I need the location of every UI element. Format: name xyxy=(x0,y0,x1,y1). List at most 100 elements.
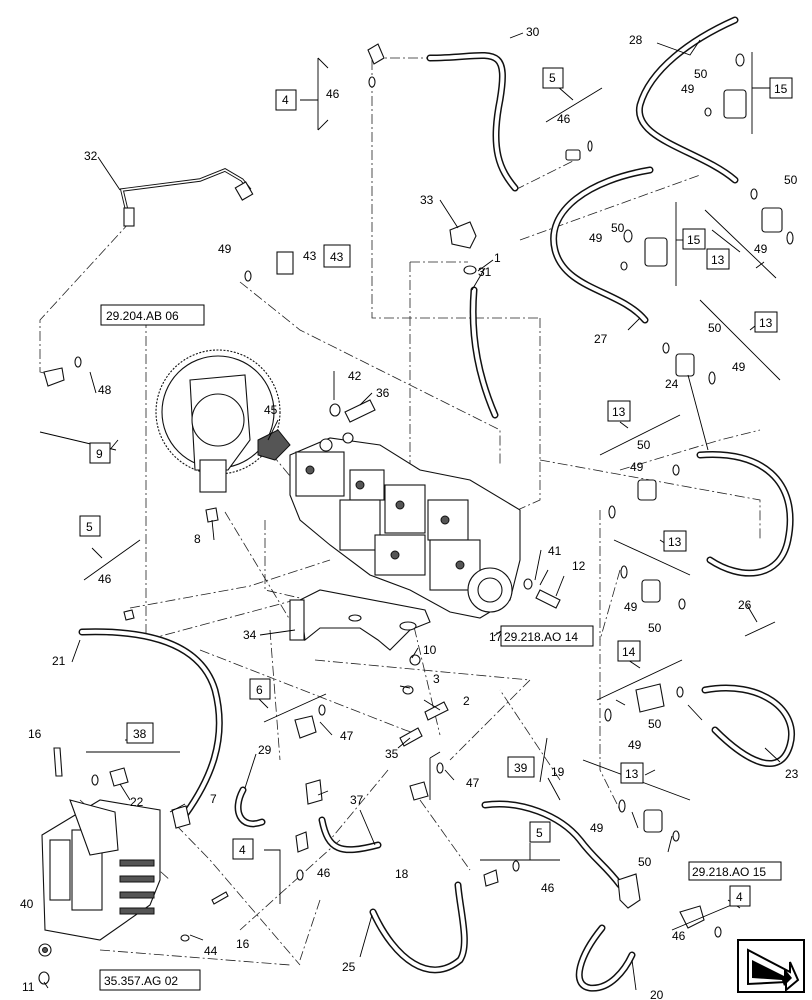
callout-49i: 49 xyxy=(590,821,604,835)
boxed-callout-labels: 4 5 15 15 13 13 13 13 14 13 43 9 5 6 38 … xyxy=(86,71,788,904)
callout-46b: 46 xyxy=(557,112,571,126)
callout-19: 19 xyxy=(551,765,565,779)
callout-49f: 49 xyxy=(630,460,644,474)
box-4-low: 4 xyxy=(239,843,246,857)
callout-49h: 49 xyxy=(628,738,642,752)
callout-50h: 50 xyxy=(638,855,652,869)
callout-33: 33 xyxy=(420,193,434,207)
box-38: 38 xyxy=(133,727,147,741)
bracket-34 xyxy=(289,589,431,651)
callout-8: 8 xyxy=(194,532,201,546)
ref-29-218-ao-14: 29.218.AO 14 xyxy=(504,630,578,644)
callout-32: 32 xyxy=(84,149,98,163)
ref-29-218-ao-15: 29.218.AO 15 xyxy=(692,865,766,879)
callout-49e: 49 xyxy=(732,360,746,374)
callout-44: 44 xyxy=(204,944,218,958)
flywheel-coupling xyxy=(155,349,291,493)
callout-23: 23 xyxy=(785,767,799,781)
tube-32 xyxy=(119,168,254,227)
callout-47b: 47 xyxy=(466,776,480,790)
callout-40: 40 xyxy=(20,897,34,911)
callout-21: 21 xyxy=(52,654,66,668)
callout-50c: 50 xyxy=(611,221,625,235)
callout-50e: 50 xyxy=(637,438,651,452)
callout-46e: 46 xyxy=(541,881,555,895)
box-15-mid: 15 xyxy=(687,233,701,247)
callout-3: 3 xyxy=(433,672,440,686)
callout-49b: 49 xyxy=(681,82,695,96)
box-4-right: 4 xyxy=(736,890,743,904)
callout-10: 10 xyxy=(423,643,437,657)
box-15-top: 15 xyxy=(774,82,788,96)
callout-35: 35 xyxy=(385,747,399,761)
callout-49a: 49 xyxy=(218,242,232,256)
next-page-arrow-icon[interactable] xyxy=(737,939,805,993)
callout-7: 7 xyxy=(210,792,217,806)
callout-30: 30 xyxy=(526,25,540,39)
callout-47a: 47 xyxy=(340,729,354,743)
callout-28: 28 xyxy=(629,33,643,47)
callout-42: 42 xyxy=(348,369,362,383)
callout-46d: 46 xyxy=(317,866,331,880)
callout-36: 36 xyxy=(376,386,390,400)
box-13-low: 13 xyxy=(625,767,639,781)
box-13-mid: 13 xyxy=(711,253,725,267)
callout-46c: 46 xyxy=(98,572,112,586)
reference-boxes: 29.204.AB 06 29.218.AO 14 29.218.AO 15 3… xyxy=(99,304,782,991)
box-13-r: 13 xyxy=(759,316,773,330)
hoses xyxy=(78,16,795,992)
callout-12: 12 xyxy=(572,559,586,573)
callout-45: 45 xyxy=(264,403,278,417)
callout-31: 31 xyxy=(478,265,492,279)
callout-25: 25 xyxy=(342,960,356,974)
box-6: 6 xyxy=(256,683,263,697)
callout-50d: 50 xyxy=(708,321,722,335)
callout-16b: 16 xyxy=(236,937,250,951)
callout-24: 24 xyxy=(665,377,679,391)
callout-50f: 50 xyxy=(648,621,662,635)
box-43: 43 xyxy=(330,250,344,264)
callout-2: 2 xyxy=(463,694,470,708)
callout-18: 18 xyxy=(395,867,409,881)
ref-29-204-ab-06: 29.204.AB 06 xyxy=(106,309,179,323)
box-4-top: 4 xyxy=(282,93,289,107)
callout-37: 37 xyxy=(350,793,364,807)
hydrostatic-pump xyxy=(289,432,521,619)
leader-lines xyxy=(43,32,781,991)
callout-27: 27 xyxy=(594,332,608,346)
callout-20: 20 xyxy=(650,988,664,1000)
callout-34: 34 xyxy=(243,628,257,642)
callout-50b: 50 xyxy=(784,173,798,187)
box-5-left: 5 xyxy=(86,520,93,534)
callout-49d: 49 xyxy=(754,242,768,256)
box-39: 39 xyxy=(514,761,528,775)
callout-22: 22 xyxy=(130,795,144,809)
callout-43: 43 xyxy=(303,249,317,263)
box-14: 14 xyxy=(622,645,636,659)
callout-50g: 50 xyxy=(648,717,662,731)
callout-49g: 49 xyxy=(624,600,638,614)
callout-11: 11 xyxy=(22,980,35,994)
ref-35-357-ag-02: 35.357.AG 02 xyxy=(104,974,178,988)
fittings xyxy=(38,43,794,985)
box-9: 9 xyxy=(96,447,103,461)
box-5-top: 5 xyxy=(549,71,556,85)
callout-50a: 50 xyxy=(694,67,708,81)
callout-48: 48 xyxy=(98,383,112,397)
callout-49c: 49 xyxy=(589,231,603,245)
callout-1: 1 xyxy=(494,251,501,265)
callout-26: 26 xyxy=(738,598,752,612)
callout-41: 41 xyxy=(548,544,562,558)
callout-17: 17 xyxy=(489,630,503,644)
boxed-callouts xyxy=(79,67,793,907)
callout-46f: 46 xyxy=(672,929,686,943)
box-13-left: 13 xyxy=(612,405,626,419)
box-13-c: 13 xyxy=(668,535,682,549)
control-valve-block xyxy=(38,799,161,957)
group-brackets xyxy=(39,52,781,931)
callout-29: 29 xyxy=(258,743,272,757)
box-5-low: 5 xyxy=(536,826,543,840)
callout-16a: 16 xyxy=(28,727,42,741)
callout-46a: 46 xyxy=(326,87,340,101)
